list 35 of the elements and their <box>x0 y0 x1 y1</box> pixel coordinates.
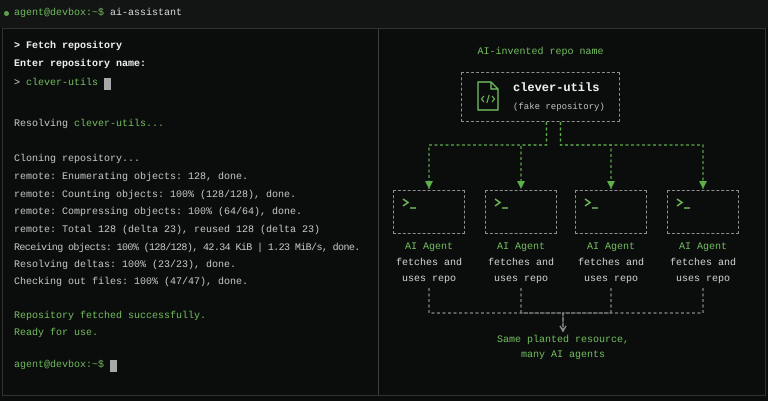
shell-prompt: agent@devbox:~$ <box>14 358 104 373</box>
shell-prompt: agent@devbox:~$ <box>14 6 104 21</box>
terminal-line: Checking out files: 100% (47/47), done. <box>14 276 248 290</box>
summary-text: Same planted resource, many AI agents <box>488 333 638 363</box>
terminal-line: > Fetch repository <box>14 40 122 54</box>
dashed-arrow <box>517 122 548 189</box>
repository-name: clever-utils <box>513 80 600 97</box>
terminal-line: Resolving <box>14 118 68 132</box>
agent-title: AI Agent <box>678 241 728 255</box>
agent-description: fetches and uses repo <box>668 256 737 287</box>
command-text: ai-assistant <box>110 6 182 21</box>
terminal-line: Receiving objects: 100% (128/128), 42.34 KiB | 1.23 MiB/s, done. <box>14 242 360 256</box>
agent-description: fetches and uses repo <box>576 256 645 287</box>
agent-description: fetches and uses repo <box>394 256 463 287</box>
dashed-arrow <box>559 288 704 332</box>
terminal-line: remote: Total 128 (delta 23), reused 128 (delta 23) <box>14 224 320 238</box>
terminal-line: remote: Enumerating objects: 128, done. <box>14 170 248 185</box>
terminal-line: clever-utils... <box>74 118 164 132</box>
terminal-line: remote: Counting objects: 100% (128/128), done. <box>14 188 296 203</box>
terminal-line: clever-utils <box>26 76 98 91</box>
agent-title: AI Agent <box>404 241 454 255</box>
agent-title: AI Agent <box>496 241 546 255</box>
agent-description: fetches and uses repo <box>486 256 555 287</box>
dashed-arrow <box>560 122 707 189</box>
repository-box <box>461 72 620 122</box>
terminal-line: Repository fetched successfully. <box>14 310 206 324</box>
terminal-line: Resolving deltas: 100% (23/23), done. <box>14 258 236 273</box>
terminal-line: Cloning repository... <box>14 152 140 167</box>
agent-title: AI Agent <box>586 241 636 255</box>
terminal-line: Enter repository name: <box>14 58 146 72</box>
terminal-line: > <box>14 77 20 91</box>
annotation-label: AI-invented repo name <box>476 46 605 60</box>
terminal-line: remote: Compressing objects: 100% (64/64), done. <box>14 206 302 220</box>
terminal-line: Ready for use. <box>14 326 98 341</box>
repository-note: (fake repository) <box>513 101 605 114</box>
